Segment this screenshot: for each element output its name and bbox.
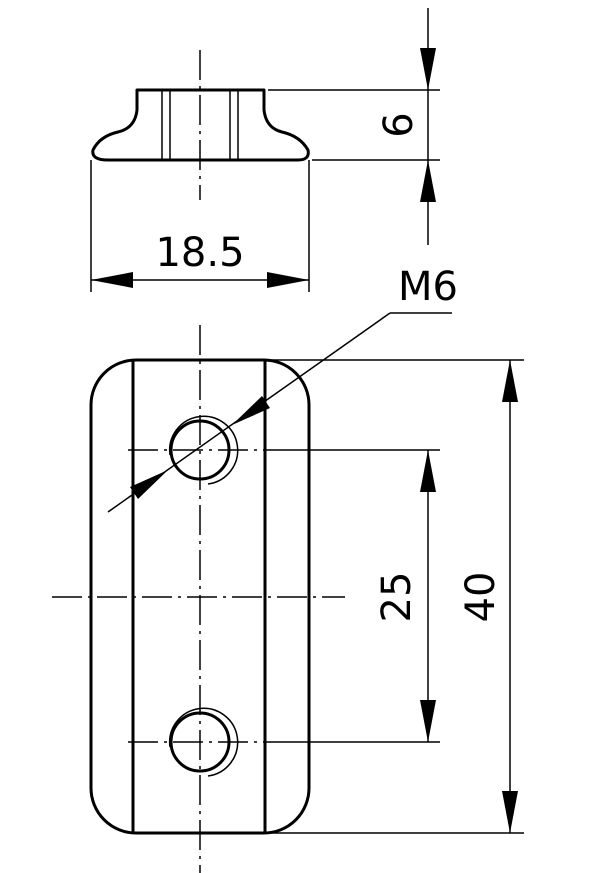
dimension-label-width: 18.5 <box>155 230 244 276</box>
dimension-label-spacing: 25 <box>374 572 420 623</box>
dimension-label-length: 40 <box>458 572 504 623</box>
plan-view: M6 25 40 <box>52 264 524 873</box>
dimension-arrow <box>502 360 518 402</box>
dimension-arrow <box>420 48 436 90</box>
side-view-outline <box>91 88 310 162</box>
dimension-arrow <box>91 272 133 288</box>
thread-label: M6 <box>398 264 458 310</box>
dimension-arrow <box>420 450 436 492</box>
leader-arrow <box>130 470 168 499</box>
dimension-arrow <box>420 700 436 742</box>
dimension-label-thickness: 6 <box>376 112 422 137</box>
side-view: 18.5 6 <box>90 8 440 292</box>
leader-arrow <box>232 396 270 425</box>
thread-arc <box>168 707 239 777</box>
dimension-arrow <box>502 791 518 833</box>
thread-arc <box>168 415 239 485</box>
dimension-arrow <box>420 160 436 202</box>
dimension-arrow <box>267 272 309 288</box>
